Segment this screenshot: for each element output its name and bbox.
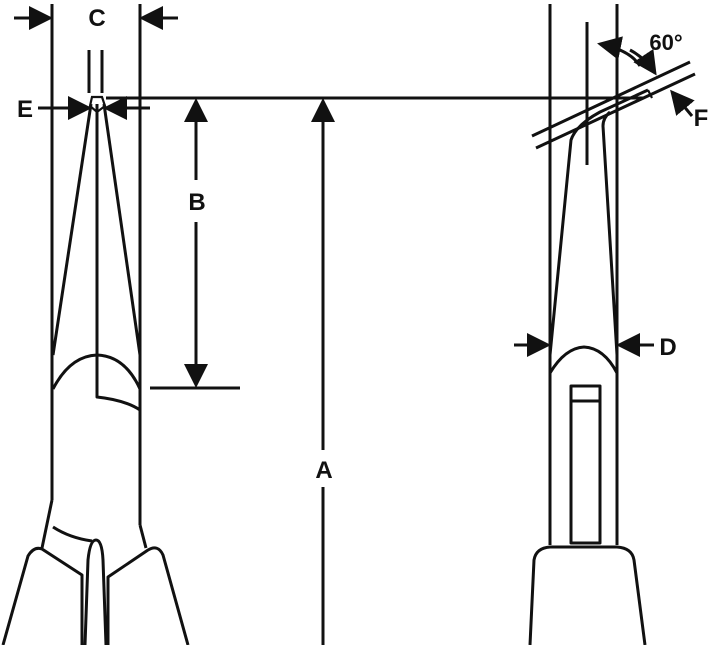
dimension-f: F [670,89,709,132]
jaw-left-edge [548,88,649,356]
tip-mark [647,89,653,99]
dimension-c: C [14,5,178,32]
label-d: D [659,334,676,361]
joint-line [52,525,93,543]
dimension-d: D [514,333,677,361]
arrow-icon [629,48,657,76]
head-arc [548,345,619,374]
dimension-angle: 60° [597,30,683,76]
label-angle: 60° [649,30,682,55]
angle-line-upper [531,60,691,138]
arrow-icon [670,89,695,117]
dimension-b: B [150,98,240,390]
arrow-icon [597,36,642,67]
label-c: C [88,5,105,32]
dimension-a: A [311,98,335,645]
jaw-center-line [95,104,141,412]
label-a: A [315,457,332,484]
jaw-right-edge [102,103,142,356]
jaw-right-edge [601,110,619,356]
center-handle-gap [83,538,108,645]
head-arc [51,353,142,390]
neck-right [138,524,148,549]
label-e: E [17,96,33,123]
neck-left [40,499,54,549]
label-f: F [694,105,709,132]
slot [569,384,602,545]
jaw-left-edge [51,103,93,356]
dimension-e: E [17,96,150,123]
front-view-pliers [1,4,190,645]
label-b: B [188,189,205,216]
left-handle [1,546,84,645]
side-view-pliers [528,4,696,645]
handle [528,545,647,645]
right-handle [106,546,190,645]
angle-line-lower [535,72,696,150]
